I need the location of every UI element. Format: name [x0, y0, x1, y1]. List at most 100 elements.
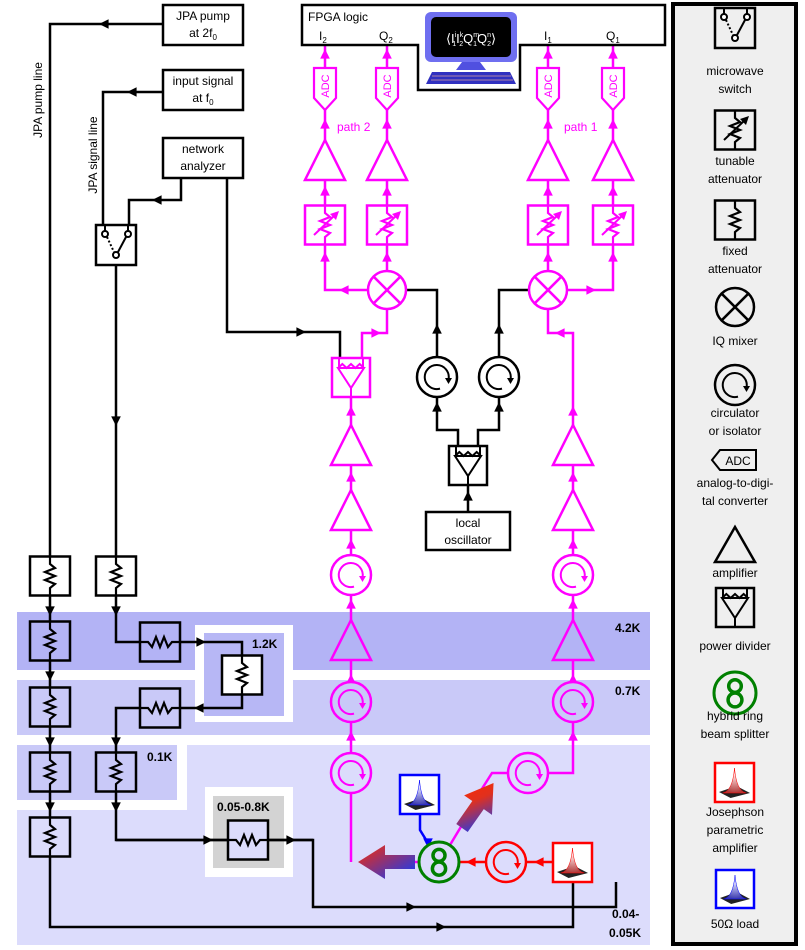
arrowhead-icon: [432, 402, 442, 412]
arrowhead-icon: [436, 922, 446, 932]
arrowhead-icon: [494, 402, 504, 412]
stage-label-0.7k: 0.7K: [615, 684, 641, 698]
arrowhead-icon: [543, 186, 553, 196]
arrowhead-icon: [320, 186, 330, 196]
arrowhead-icon: [382, 186, 392, 196]
arrowhead-icon: [196, 637, 206, 647]
microwave-switch-icon: [713, 6, 757, 50]
amplifier-icon: [364, 137, 410, 182]
legend-label-load: 50Ω load: [711, 917, 759, 931]
arrowhead-icon: [586, 285, 596, 295]
arrowhead-icon: [466, 857, 476, 867]
arrowhead-icon: [463, 491, 473, 501]
legend-label-circulator: or isolator: [709, 424, 762, 438]
50-ohm-load-icon: [398, 773, 441, 816]
wire: [476, 288, 529, 446]
adc-icon: ADC: [535, 66, 561, 112]
amplified-output-arrow-icon: [456, 782, 494, 833]
temperature-stages: 4.2K 0.7K 0.1K 1.2K 0.05-0.8K 0.04- 0.05…: [17, 612, 650, 945]
adc-icon: ADC: [600, 66, 626, 112]
jpa-pump-label: JPA pump: [176, 9, 230, 23]
fixed-attenuator-icon: [226, 819, 270, 861]
fixed-attenuator-icon: [713, 199, 757, 241]
arrowhead-icon: [320, 119, 330, 129]
legend-label-jpa: amplifier: [712, 841, 757, 855]
arrowhead-icon: [568, 406, 578, 416]
fixed-attenuator-icon: [138, 621, 182, 663]
arrowhead-icon: [346, 472, 356, 482]
arrowhead-icon: [127, 87, 137, 97]
arrowhead-icon: [432, 324, 442, 334]
arrowhead-icon: [111, 606, 121, 616]
amplifier-icon: [328, 617, 374, 662]
circulator-icon: [477, 355, 521, 399]
microwave-switch-icon: [94, 223, 138, 267]
legend: ADC microwaveswitchtunableattenuatorfixe…: [671, 2, 798, 946]
jpa-pump-line-label: JPA pump line: [31, 62, 45, 138]
amplifier-icon: [302, 137, 348, 182]
tunable-attenuator-icon: [365, 204, 409, 246]
arrowhead-icon: [382, 252, 392, 262]
tunable-attenuator-icon: [526, 204, 570, 246]
legend-icons: ADC: [710, 6, 758, 910]
jpa-pump-freq: at 2f0: [189, 26, 217, 42]
stage-label-4.2k: 4.2K: [615, 621, 641, 635]
arrowhead-icon: [99, 19, 109, 29]
amplifier-icon: [550, 617, 596, 662]
fixed-attenuator-icon: [94, 555, 138, 597]
legend-label-tunable-attenuator: attenuator: [708, 172, 762, 186]
wire: [448, 824, 464, 846]
power-divider-icon: [330, 356, 372, 399]
components: ADC ADC ADC ADC: [28, 66, 636, 884]
adc-text: ADC: [320, 74, 332, 97]
arrowhead-icon: [346, 731, 356, 741]
iq-mixer-icon: [366, 269, 408, 311]
legend-label-jpa: parametric: [707, 823, 764, 837]
jpa-icon: [713, 761, 756, 804]
amplifier-icon: [328, 487, 374, 532]
arrowhead-icon: [382, 49, 392, 59]
tunable-attenuator-icon: [303, 204, 347, 246]
hybrid-ring-icon: [417, 840, 461, 884]
adc-icon: ADC: [374, 66, 400, 112]
arrowhead-icon: [534, 857, 544, 867]
legend-labels: microwaveswitchtunableattenuatorfixedatt…: [697, 64, 774, 931]
power-divider-icon: [714, 586, 756, 629]
legend-label-fixed-attenuator: fixed: [722, 244, 747, 258]
legend-label-amplifier: amplifier: [712, 566, 757, 580]
path-1-label: path 1: [564, 120, 598, 134]
arrowhead-icon: [568, 731, 578, 741]
port-i2: I2: [319, 29, 327, 45]
amplifier-icon: [328, 422, 374, 467]
adc-text: ADC: [543, 74, 555, 97]
legend-label-power-divider: power divider: [699, 639, 770, 653]
adc-text: ADC: [382, 74, 394, 97]
circulator-icon: [484, 840, 528, 884]
local-oscillator: local oscillator: [424, 510, 512, 552]
arrowhead-icon: [45, 802, 55, 812]
arrowhead-icon: [339, 285, 349, 295]
legend-label-microwave-switch: switch: [718, 82, 751, 96]
port-q1: Q1: [606, 29, 620, 45]
arrowhead-icon: [45, 737, 55, 747]
network-analyzer-label-1: network: [182, 142, 225, 156]
arrowhead-icon: [568, 472, 578, 482]
arrowhead-icon: [494, 324, 504, 334]
fixed-attenuator-icon: [28, 751, 72, 793]
fixed-attenuator-icon: [220, 654, 264, 696]
arrowhead-icon: [111, 416, 121, 426]
amplifier-icon: [590, 137, 636, 182]
arrowhead-icon: [608, 252, 618, 262]
stage-label-0.1k: 0.1K: [147, 750, 173, 764]
legend-label-hybrid-ring: beam splitter: [701, 727, 770, 741]
adc-text: ADC: [608, 74, 620, 97]
power-divider-icon: [447, 444, 489, 487]
circulator-icon: [329, 751, 373, 795]
arrowhead-icon: [543, 119, 553, 129]
amplifier-icon: [525, 137, 571, 182]
circulator-icon: [551, 553, 595, 597]
adc-icon: ADC: [312, 66, 338, 112]
